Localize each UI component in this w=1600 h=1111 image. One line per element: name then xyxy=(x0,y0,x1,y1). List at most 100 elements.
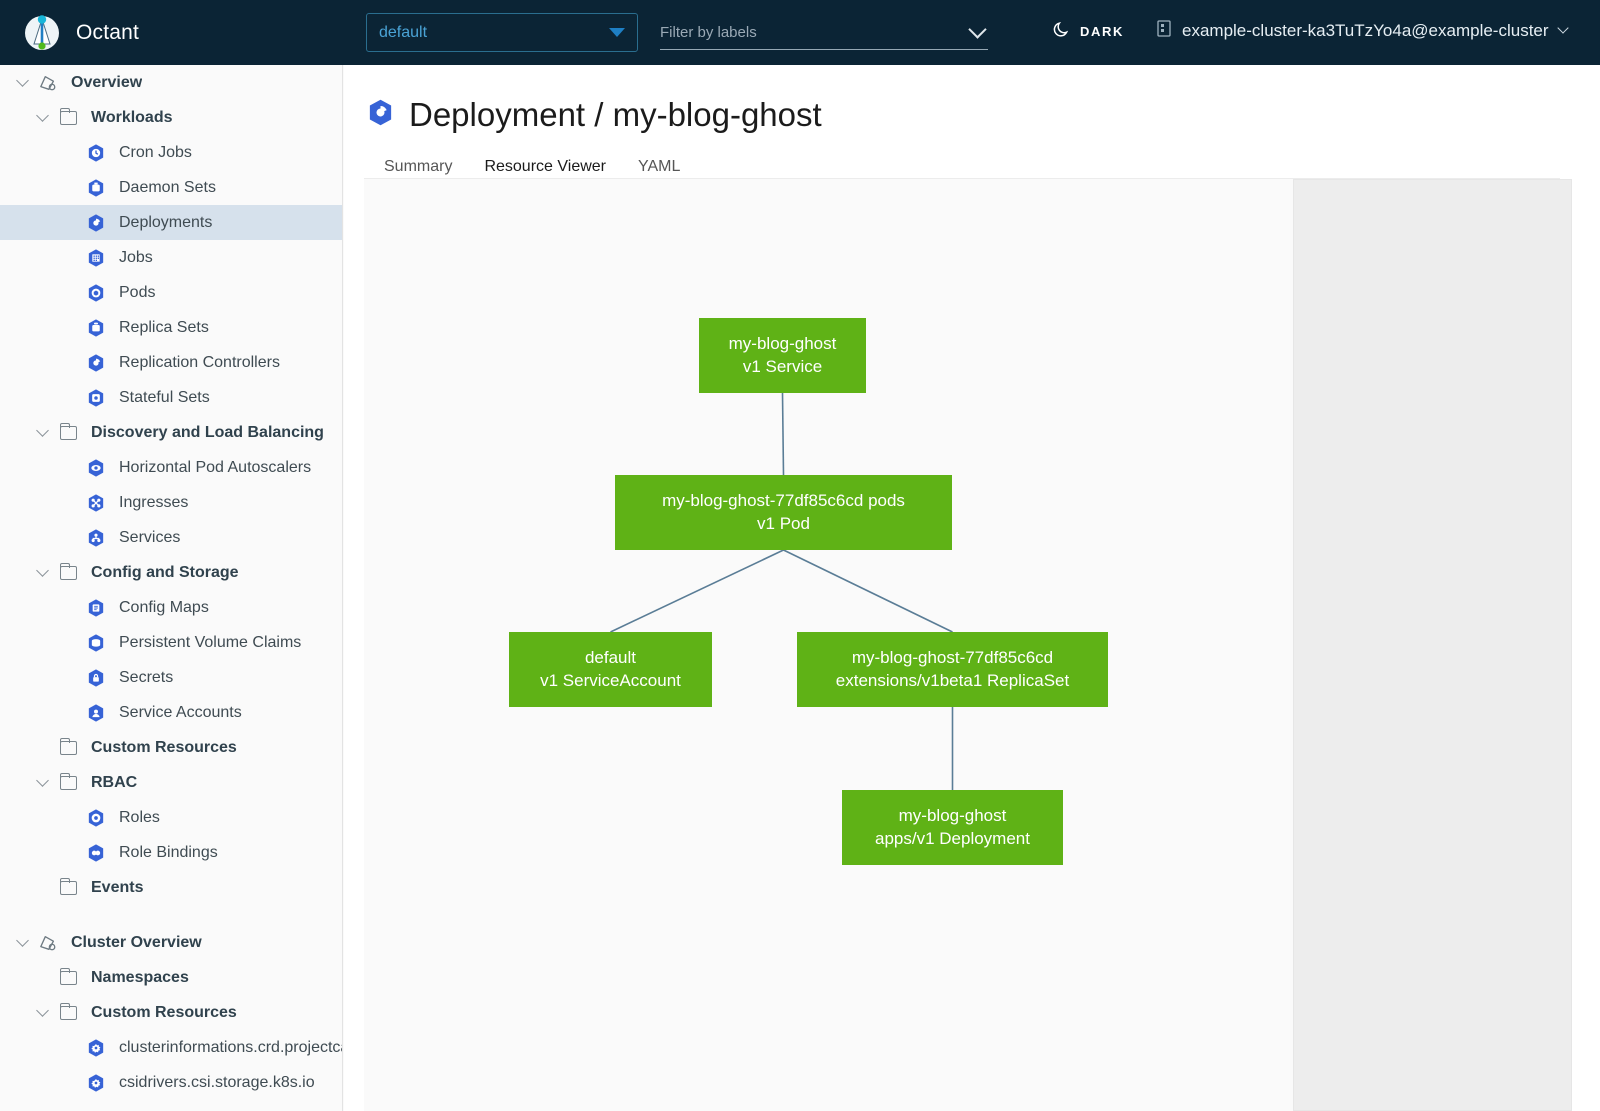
sidebar-item-config-and-storage[interactable]: Config and Storage xyxy=(0,555,342,590)
k8s-deployment-icon xyxy=(366,98,395,132)
detail-side-panel[interactable] xyxy=(1293,179,1572,1111)
k8s-hpa-icon xyxy=(82,458,110,478)
sidebar-item-role-bindings[interactable]: Role Bindings xyxy=(0,835,342,870)
sidebar-item-label: Replication Controllers xyxy=(119,353,280,371)
folder-icon xyxy=(54,737,82,755)
chevron-down-icon[interactable] xyxy=(30,1004,54,1019)
sidebar-item-label: Replica Sets xyxy=(119,318,209,336)
page-title-text: Deployment / my-blog-ghost xyxy=(409,96,822,133)
sidebar-item-jobs[interactable]: Jobs xyxy=(0,240,342,275)
sidebar-item-persistent-volume-claims[interactable]: Persistent Volume Claims xyxy=(0,625,342,660)
sidebar-item-roles[interactable]: Roles xyxy=(0,800,342,835)
sidebar-item-label: Custom Resources xyxy=(91,738,237,756)
sidebar-item-label: RBAC xyxy=(91,773,138,791)
chevron-down-icon[interactable] xyxy=(30,774,54,789)
sidebar-item-replica-sets[interactable]: Replica Sets xyxy=(0,310,342,345)
k8s-crd-icon xyxy=(82,1073,110,1093)
sidebar-item-label: Events xyxy=(91,878,144,896)
tab-summary[interactable]: Summary xyxy=(384,158,453,175)
folder-icon xyxy=(54,1002,82,1020)
overview-icon xyxy=(34,934,62,952)
folder-icon xyxy=(54,772,82,790)
sidebar-item-events[interactable]: Events xyxy=(0,870,342,905)
graph-node-kind: extensions/v1beta1 ReplicaSet xyxy=(835,670,1070,690)
chevron-down-icon[interactable] xyxy=(30,564,54,579)
label-filter-placeholder: Filter by labels xyxy=(660,24,757,41)
sidebar-item-service-accounts[interactable]: Service Accounts xyxy=(0,695,342,730)
k8s-pvc-icon xyxy=(82,633,110,653)
sidebar-item-services[interactable]: Services xyxy=(0,520,342,555)
brand-name: Octant xyxy=(76,20,140,44)
sidebar-item-label: csidrivers.csi.storage.k8s.io xyxy=(119,1073,315,1091)
graph-node-kind: v1 Service xyxy=(742,356,823,376)
theme-toggle[interactable]: DARK xyxy=(1053,20,1124,43)
folder-icon xyxy=(54,422,82,440)
chevron-down-icon xyxy=(1556,22,1569,34)
sidebar-item-label: Stateful Sets xyxy=(119,388,210,406)
sidebar-item-label: Deployments xyxy=(119,213,213,231)
sidebar-item-secrets[interactable]: Secrets xyxy=(0,660,342,695)
sidebar-item-label: Cluster Overview xyxy=(71,933,202,951)
k8s-crd-icon xyxy=(82,1038,110,1058)
sidebar-item-rbac[interactable]: RBAC xyxy=(0,765,342,800)
sidebar-item-cron-jobs[interactable]: Cron Jobs xyxy=(0,135,342,170)
k8s-statefulset-icon xyxy=(82,388,110,408)
sidebar-item-horizontal-pod-autoscalers[interactable]: Horizontal Pod Autoscalers xyxy=(0,450,342,485)
chevron-down-icon[interactable] xyxy=(30,109,54,124)
sidebar-item-replication-controllers[interactable]: Replication Controllers xyxy=(0,345,342,380)
k8s-ingress-icon xyxy=(82,493,110,513)
sidebar-item-deployments[interactable]: Deployments xyxy=(0,205,342,240)
sidebar-item-workloads[interactable]: Workloads xyxy=(0,100,342,135)
sidebar-item-csidrivers-csi-storage-k8s-io[interactable]: csidrivers.csi.storage.k8s.io xyxy=(0,1065,342,1100)
sidebar-item-overview[interactable]: Overview xyxy=(0,65,342,100)
graph-node-name: my-blog-ghost xyxy=(898,806,1007,826)
label-filter-input[interactable]: Filter by labels xyxy=(660,16,988,50)
sidebar-item-stateful-sets[interactable]: Stateful Sets xyxy=(0,380,342,415)
sidebar-item-ingresses[interactable]: Ingresses xyxy=(0,485,342,520)
octant-logo-icon xyxy=(22,13,62,53)
sidebar-item-label: Service Accounts xyxy=(119,703,242,721)
cluster-icon xyxy=(1156,19,1172,42)
sidebar-item-label: Workloads xyxy=(91,108,173,126)
sidebar-spacer xyxy=(0,905,342,925)
graph-node-name: my-blog-ghost-77df85c6cd pods xyxy=(662,491,905,511)
chevron-down-icon xyxy=(968,20,987,39)
sidebar-item-label: Role Bindings xyxy=(119,843,218,861)
graph-node-name: default xyxy=(584,648,637,668)
sidebar-item-namespaces[interactable]: Namespaces xyxy=(0,960,342,995)
sidebar-item-daemon-sets[interactable]: Daemon Sets xyxy=(0,170,342,205)
sidebar-item-label: Ingresses xyxy=(119,493,189,511)
namespace-selector[interactable]: default xyxy=(366,13,638,52)
chevron-down-icon[interactable] xyxy=(10,934,34,949)
sidebar-item-label: Services xyxy=(119,528,181,546)
sidebar-item-pods[interactable]: Pods xyxy=(0,275,342,310)
k8s-replicationcontroller-icon xyxy=(82,353,110,373)
sidebar-item-custom-resources[interactable]: Custom Resources xyxy=(0,995,342,1030)
cluster-picker[interactable]: example-cluster-ka3TuTzYo4a@example-clus… xyxy=(1156,19,1569,42)
sidebar-item-cluster-overview[interactable]: Cluster Overview xyxy=(0,925,342,960)
sidebar-item-discovery-and-load-balancing[interactable]: Discovery and Load Balancing xyxy=(0,415,342,450)
chevron-down-icon[interactable] xyxy=(30,424,54,439)
sidebar-item-config-maps[interactable]: Config Maps xyxy=(0,590,342,625)
tab-yaml[interactable]: YAML xyxy=(638,158,681,175)
graph-node-kind: v1 Pod xyxy=(757,513,810,533)
k8s-service-icon xyxy=(82,528,110,548)
brand[interactable]: Octant xyxy=(0,0,343,65)
k8s-cronjob-icon xyxy=(82,143,110,163)
sidebar-item-custom-resources[interactable]: Custom Resources xyxy=(0,730,342,765)
graph-node-name: my-blog-ghost xyxy=(728,334,837,354)
cluster-name: example-cluster-ka3TuTzYo4a@example-clus… xyxy=(1182,20,1549,40)
chevron-down-icon[interactable] xyxy=(10,74,34,89)
sidebar-item-clusterinformations-crd-projectcalico-org[interactable]: clusterinformations.crd.projectcalico.or… xyxy=(0,1030,342,1065)
sidebar-item-label: Cron Jobs xyxy=(119,143,192,161)
sidebar-item-label: Roles xyxy=(119,808,160,826)
sidebar-item-label: Discovery and Load Balancing xyxy=(91,423,324,441)
